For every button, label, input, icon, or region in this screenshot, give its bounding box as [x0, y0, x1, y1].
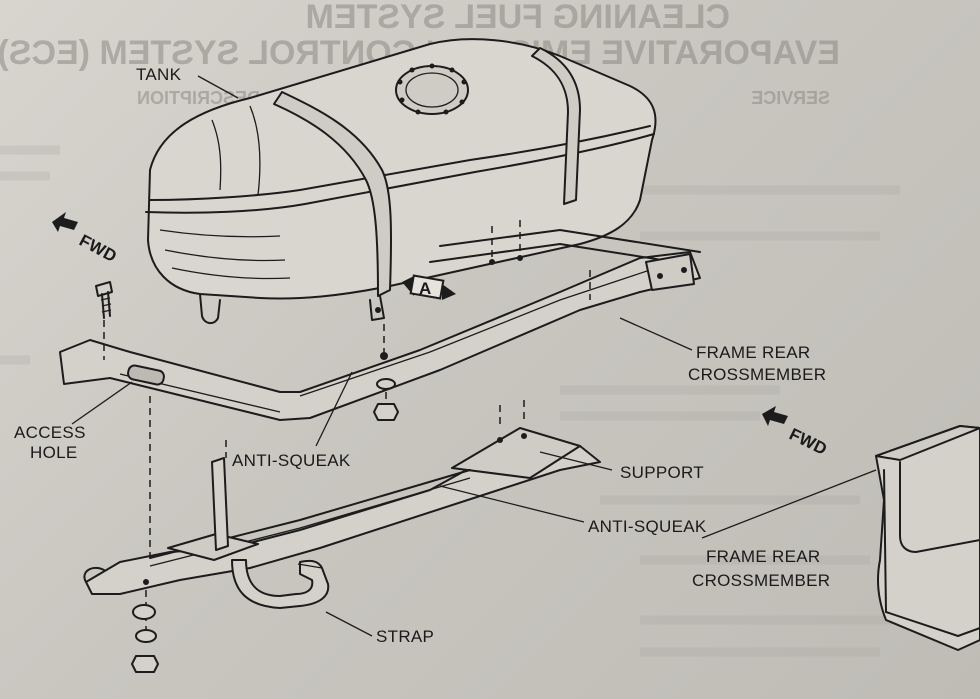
label-access-hole-2: HOLE: [30, 443, 78, 462]
label-frame-rear-upper-1: FRAME REAR: [696, 343, 810, 362]
view-a-marker: A: [402, 274, 456, 300]
label-frame-rear-lower-2: CROSSMEMBER: [692, 571, 830, 590]
tank-strap: [231, 559, 330, 609]
access-hole: [127, 364, 165, 386]
fwd-arrow-right: FWD: [762, 406, 830, 459]
support-post: [211, 457, 229, 551]
mounting-bolt: [95, 281, 113, 360]
bleed-section-right: SERVICE: [751, 88, 830, 108]
fuel-tank: [145, 38, 657, 324]
bleed-heading-1: CLEANING FUEL SYSTEM: [306, 0, 730, 36]
label-anti-squeak-upper: ANTI-SQUEAK: [232, 451, 351, 470]
view-a-crossmember-section: [875, 425, 980, 651]
label-frame-rear-upper-2: CROSSMEMBER: [688, 365, 826, 384]
label-support: SUPPORT: [620, 463, 704, 482]
frame-rear-crossmember-upper: [59, 220, 701, 421]
label-anti-squeak-lower: ANTI-SQUEAK: [588, 517, 707, 536]
lower-fasteners: [131, 604, 159, 673]
tank-strap-right: [531, 47, 581, 205]
arrow-icon: [52, 212, 78, 232]
label-tank: TANK: [136, 65, 182, 84]
view-a-label: A: [419, 279, 432, 298]
label-access-hole-1: ACCESS: [14, 423, 86, 442]
arrow-icon: [762, 406, 788, 426]
leader-lines: [71, 75, 877, 637]
fwd-label-left: FWD: [76, 231, 120, 266]
tank-support: [83, 427, 601, 595]
fwd-label-right: FWD: [786, 425, 830, 459]
label-frame-rear-lower-1: FRAME REAR: [706, 547, 820, 566]
center-fasteners: [373, 324, 399, 421]
label-strap: STRAP: [376, 627, 434, 646]
tank-strap-left: [273, 91, 393, 297]
fwd-arrow-left: FWD: [52, 212, 120, 266]
arrow-right-icon: [442, 284, 456, 300]
